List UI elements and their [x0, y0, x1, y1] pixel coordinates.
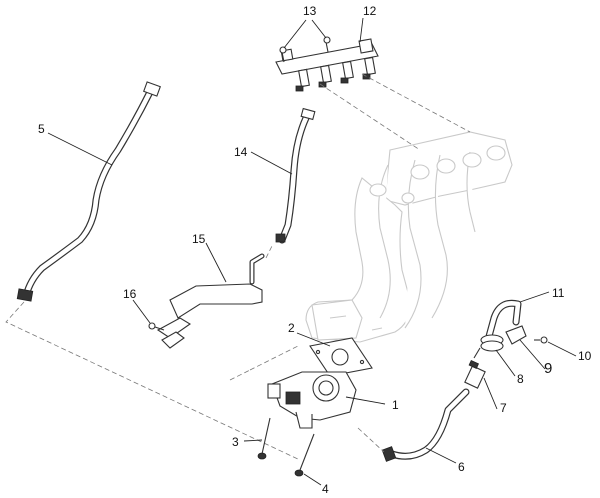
fuel-rail: [275, 38, 471, 151]
callout-6: 6: [458, 460, 465, 474]
screw-10: [534, 336, 548, 344]
pipe-assembly-15: [156, 245, 273, 349]
leader-lines: [47, 17, 577, 486]
clamp-8: [480, 334, 504, 352]
rail-bolts: [279, 36, 331, 63]
callout-4: 4: [322, 482, 329, 496]
bracket-9: [505, 325, 527, 345]
callout-1: 1: [392, 398, 399, 412]
callout-14: 14: [234, 145, 248, 159]
callout-3: 3: [232, 435, 239, 449]
gasket: [309, 337, 373, 377]
screw-16: [148, 322, 165, 331]
callout-13: 13: [303, 4, 317, 18]
callout-labels: 1 2 3 4 5 6 7 8 9 10 11 12 13 14 15 16: [38, 4, 592, 496]
callout-12: 12: [363, 4, 377, 18]
callout-8: 8: [517, 372, 524, 386]
callout-5: 5: [38, 122, 45, 136]
hose-6: [357, 388, 470, 462]
hose-14: [275, 107, 316, 244]
hose-5: [5, 81, 301, 461]
check-valve: [464, 347, 486, 389]
callout-7: 7: [500, 401, 507, 415]
hose-11: [484, 299, 522, 344]
intake-manifold: [305, 131, 513, 343]
bolt-3: [257, 417, 271, 460]
callout-11: 11: [552, 286, 565, 300]
callout-9: 9: [544, 360, 552, 377]
callout-16: 16: [123, 287, 137, 301]
bolt-4: [294, 433, 315, 477]
throttle-body: [229, 344, 357, 429]
callout-10: 10: [578, 349, 592, 363]
callout-15: 15: [192, 232, 206, 246]
callout-2: 2: [288, 321, 295, 335]
